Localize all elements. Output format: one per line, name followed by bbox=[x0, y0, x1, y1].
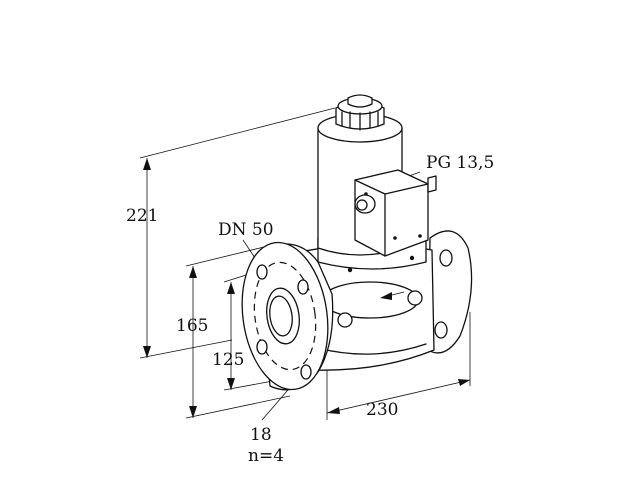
dimension-labels: 221 DN 50 PG 13,5 165 125 230 18 n=4 bbox=[126, 153, 494, 466]
label-height-overall: 221 bbox=[126, 206, 158, 226]
label-bolt-circle: 125 bbox=[212, 350, 244, 370]
left-flange bbox=[241, 241, 334, 391]
label-cable-gland: PG 13,5 bbox=[426, 153, 494, 173]
label-bolt-hole: 18 bbox=[250, 425, 272, 445]
label-flange-outer: 165 bbox=[176, 316, 208, 336]
label-length: 230 bbox=[366, 400, 398, 420]
right-flange bbox=[427, 230, 473, 354]
label-bolt-count: n=4 bbox=[248, 446, 284, 466]
terminal-box bbox=[354, 169, 437, 257]
label-nominal-diameter: DN 50 bbox=[218, 220, 274, 240]
valve-body bbox=[299, 231, 435, 371]
dimension-lines bbox=[139, 107, 471, 421]
